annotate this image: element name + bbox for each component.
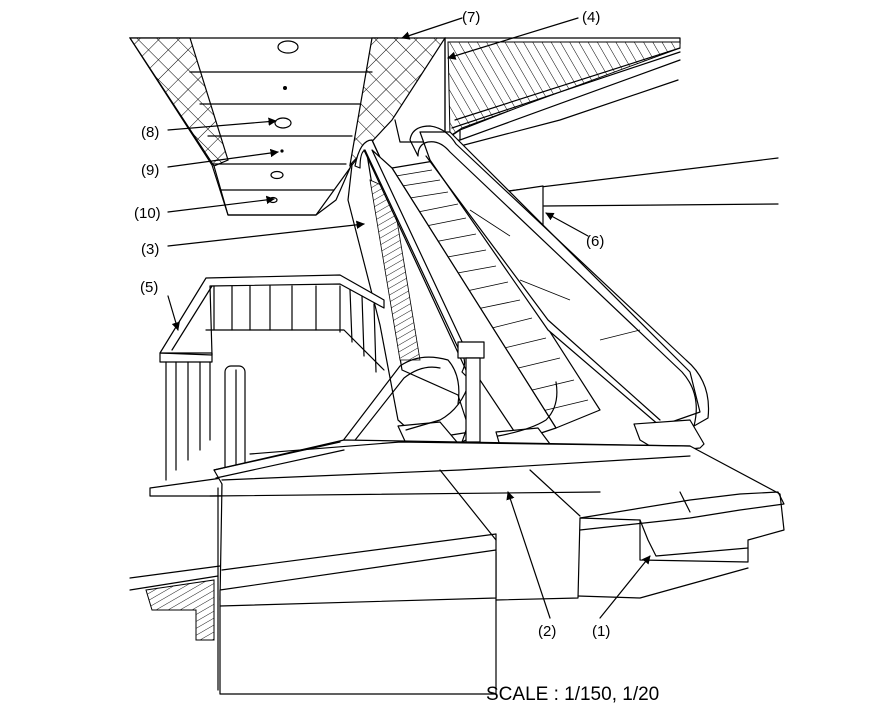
scale-note: SCALE : 1/150, 1/20 [486, 684, 659, 705]
label-8: (8) [141, 124, 159, 141]
label-9: (9) [141, 162, 159, 179]
label-4: (4) [582, 9, 600, 26]
floor-slab [129, 439, 785, 695]
label-6: (6) [586, 233, 604, 250]
right-lattice-beam [349, 37, 447, 167]
label-10: (10) [134, 205, 161, 222]
left-railing [149, 274, 385, 497]
left-lattice-beam [128, 37, 229, 167]
label-7: (7) [462, 9, 480, 26]
label-5: (5) [140, 279, 158, 296]
center-post [457, 341, 485, 443]
leader-lines [167, 17, 651, 619]
escalator [341, 125, 710, 473]
label-2: (2) [538, 623, 556, 640]
upper-wall-panels [394, 37, 681, 151]
ceiling-soffit [128, 37, 447, 216]
label-1: (1) [592, 623, 610, 640]
label-3: (3) [141, 241, 159, 258]
